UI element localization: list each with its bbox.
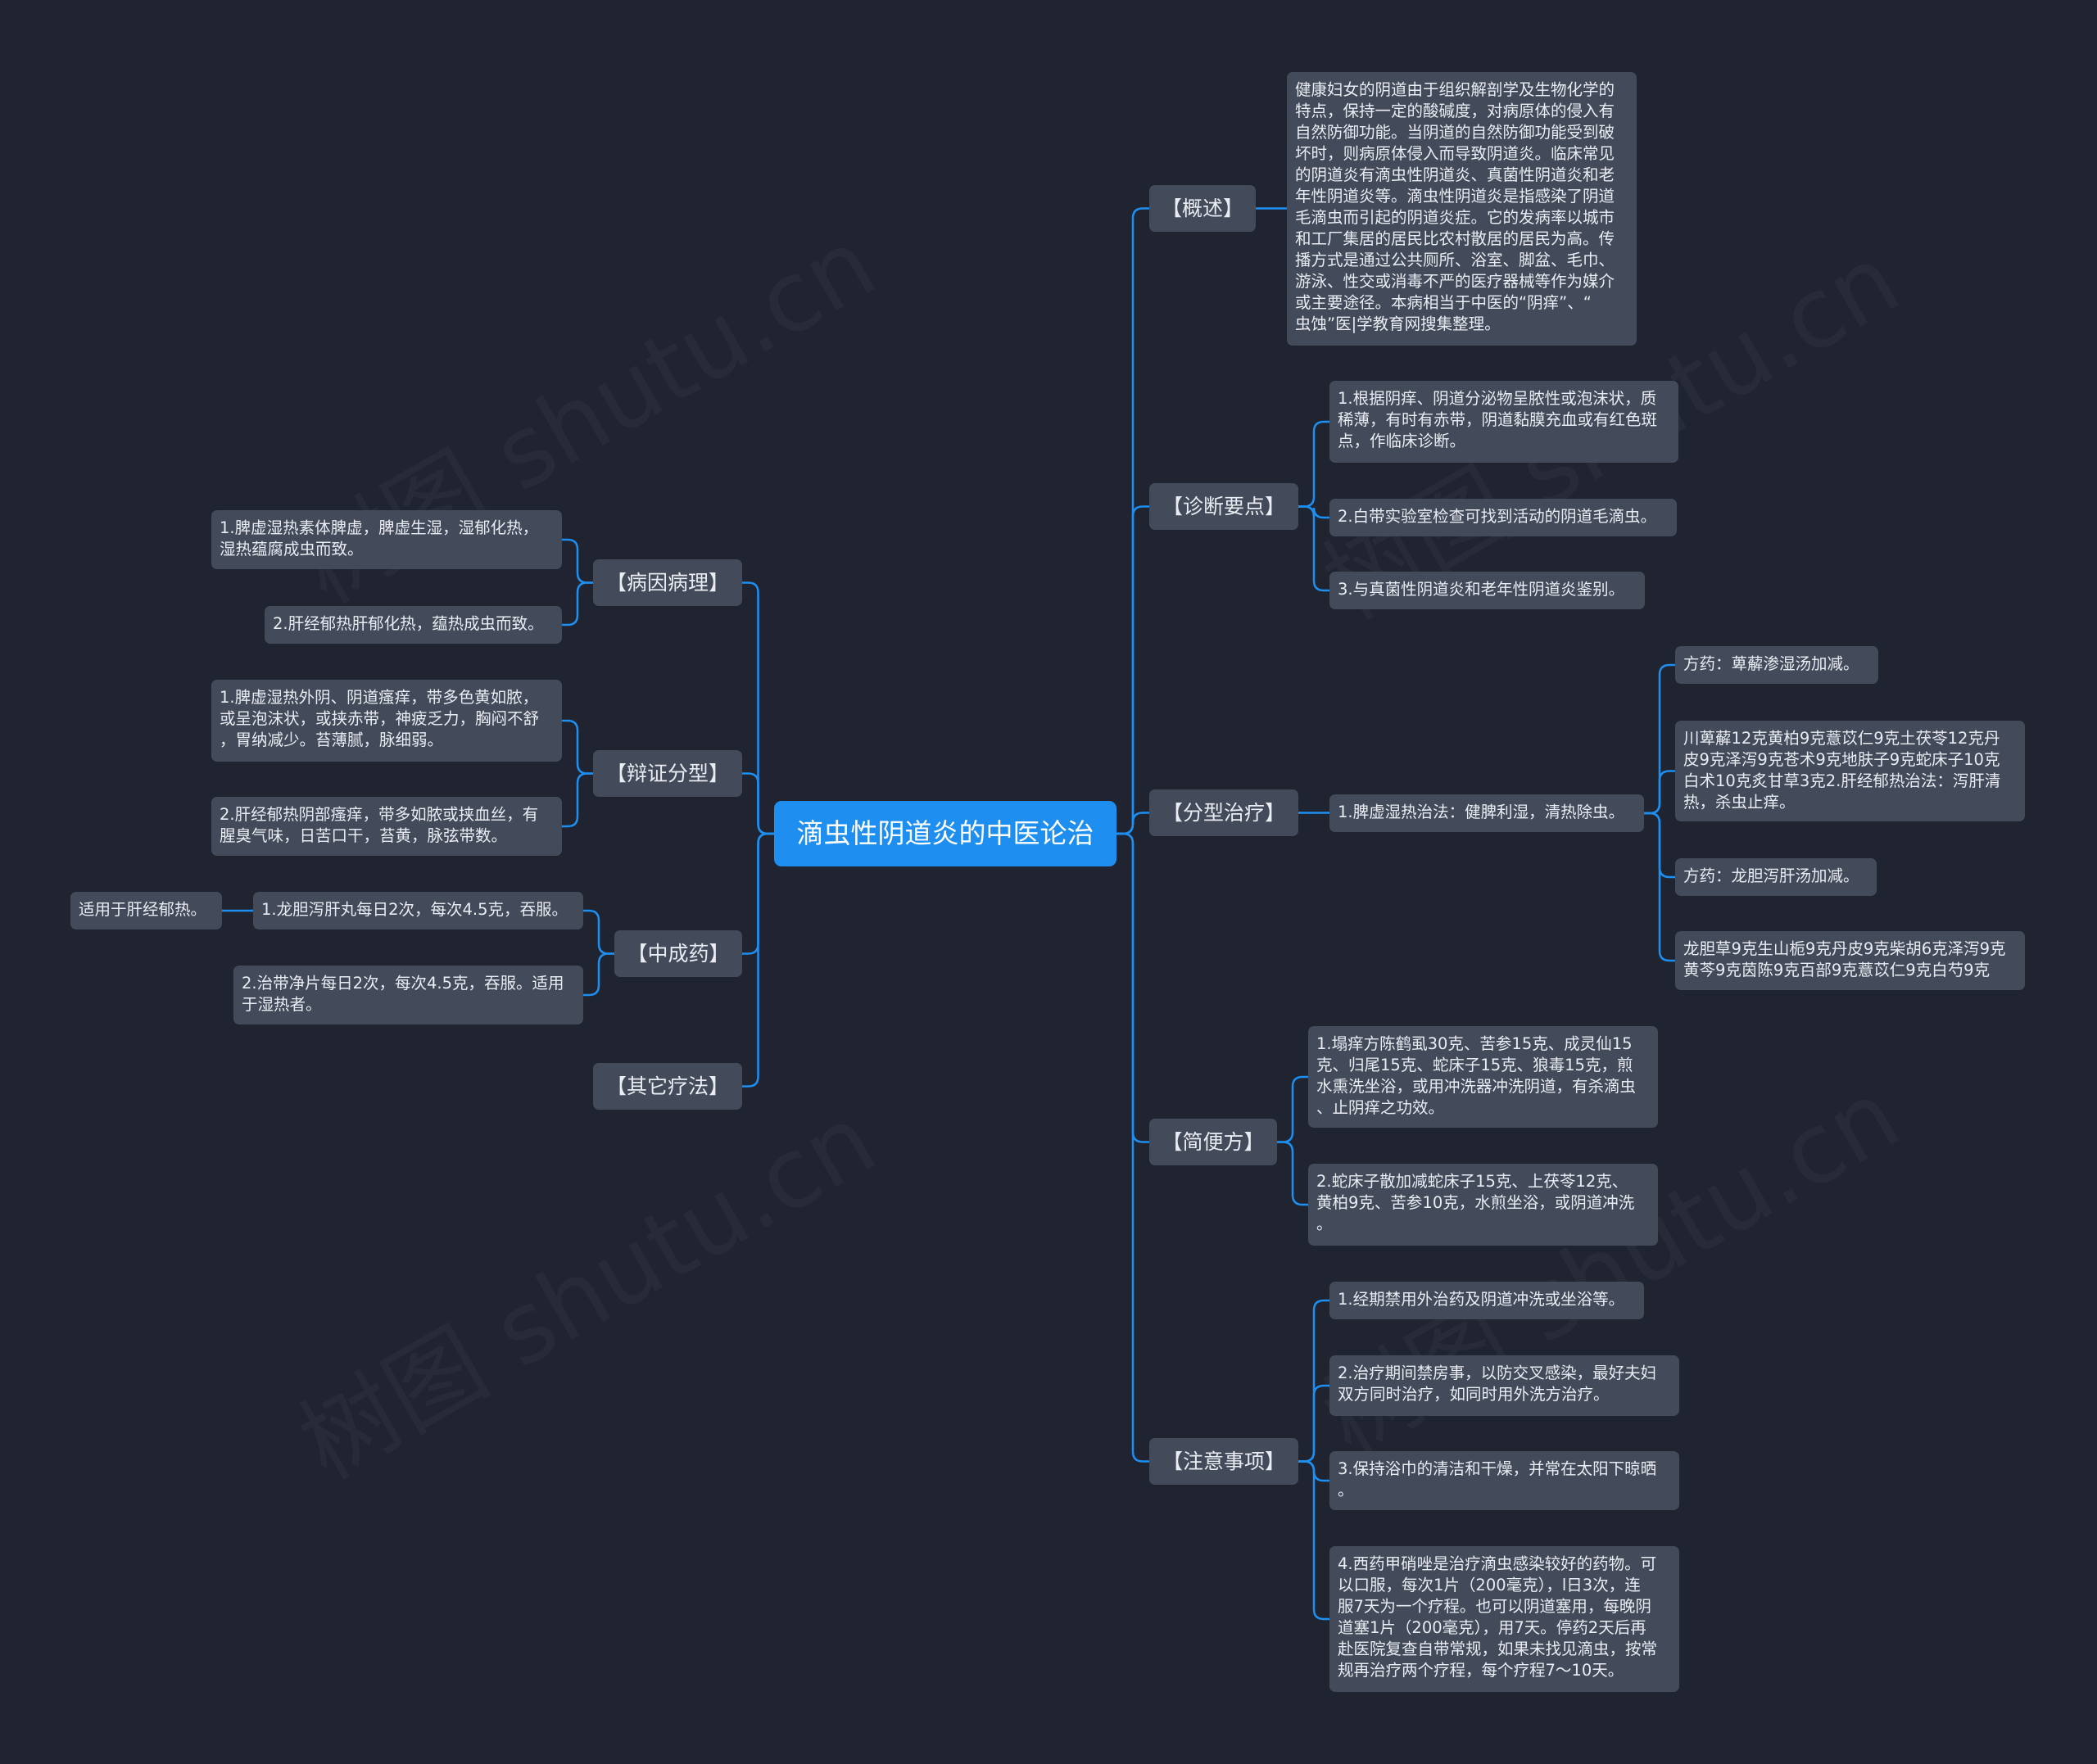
- branch-precautions[interactable]: 【注意事项】: [1149, 1438, 1298, 1485]
- root-topic[interactable]: 滴虫性阴道炎的中医论治: [774, 801, 1116, 866]
- leaf-medicine-1-note[interactable]: 适用于肝经郁热。: [70, 892, 222, 929]
- leaf-spleen-damp-heat-method[interactable]: 1.脾虚湿热治法：健脾利湿，清热除虫。: [1329, 794, 1644, 832]
- leaf-precaution-4[interactable]: 4.西药甲硝唑是治疗滴虫感染较好的药物。可 以口服，每次1片（200毫克），l日…: [1329, 1546, 1679, 1692]
- branch-diagnosis[interactable]: 【诊断要点】: [1149, 483, 1298, 530]
- connector-line: [1277, 1075, 1308, 1143]
- leaf-herbs-1[interactable]: 川萆薢12克黄柏9克薏苡仁9克土茯苓12克丹 皮9克泽泻9克苍术9克地肤子9克蛇…: [1675, 721, 2025, 821]
- branch-simple-remedies[interactable]: 【简便方】: [1149, 1119, 1277, 1165]
- connector-line: [1298, 1384, 1329, 1463]
- leaf-precaution-2[interactable]: 2.治疗期间禁房事，以防交叉感染，最好夫妇 双方同时治疗，如同时用外洗方治疗。: [1329, 1355, 1679, 1416]
- leaf-diagnosis-2[interactable]: 2.白带实验室检查可找到活动的阴道毛滴虫。: [1329, 499, 1677, 536]
- connector-line: [1298, 505, 1329, 592]
- leaf-etiology-2[interactable]: 2.肝经郁热肝郁化热，蕴热成虫而致。: [265, 606, 562, 644]
- leaf-medicine-2[interactable]: 2.治带净片每日2次，每次4.5克，吞服。适用 于湿热者。: [233, 966, 583, 1024]
- connector-line: [1298, 1460, 1329, 1621]
- leaf-medicine-1[interactable]: 1.龙胆泻肝丸每日2次，每次4.5克，吞服。: [253, 892, 583, 929]
- connector-line: [1644, 812, 1675, 962]
- connector-line: [562, 719, 593, 775]
- leaf-prescription-1[interactable]: 方药：萆薢渗湿汤加减。: [1675, 646, 1878, 684]
- connector-line: [562, 538, 593, 584]
- leaf-syndrome-1[interactable]: 1.脾虚湿热外阴、阴道瘙痒，带多色黄如脓， 或呈泡沫状，或挟赤带，神疲乏力，胸闷…: [211, 680, 562, 762]
- leaf-precaution-1[interactable]: 1.经期禁用外治药及阴道冲洗或坐浴等。: [1329, 1282, 1644, 1319]
- connector-line: [562, 581, 593, 626]
- leaf-diagnosis-3[interactable]: 3.与真菌性阴道炎和老年性阴道炎鉴别。: [1329, 572, 1645, 609]
- branch-syndrome-types[interactable]: 【辩证分型】: [593, 750, 742, 797]
- leaf-diagnosis-1[interactable]: 1.根据阴痒、阴道分泌物呈脓性或泡沫状，质 稀薄，有时有赤带，阴道黏膜充血或有红…: [1329, 381, 1678, 463]
- leaf-syndrome-2[interactable]: 2.肝经郁热阴部瘙痒，带多如脓或挟血丝，有 腥臭气味，日苦口干，苔黄，脉弦带数。: [211, 797, 562, 856]
- leaf-herbs-2[interactable]: 龙胆草9克生山栀9克丹皮9克柴胡6克泽泻9克 黄芩9克茵陈9克百部9克薏苡仁9克…: [1675, 931, 2025, 990]
- connector-line: [742, 832, 774, 1088]
- connector-line: [1298, 420, 1329, 508]
- leaf-remedy-2[interactable]: 2.蛇床子散加减蛇床子15克、上茯苓12克、 黄柏9克、苦参10克，水煎坐浴，或…: [1308, 1164, 1658, 1246]
- branch-other-therapies[interactable]: 【其它疗法】: [593, 1063, 742, 1110]
- branch-typed-treatment[interactable]: 【分型治疗】: [1149, 789, 1298, 836]
- connector-line: [742, 772, 774, 835]
- connector-line: [583, 952, 614, 997]
- branch-overview[interactable]: 【概述】: [1149, 185, 1256, 232]
- leaf-remedy-1[interactable]: 1.塌痒方陈鹤虱30克、苦参15克、成灵仙15 克、归尾15克、蛇床子15克、狼…: [1308, 1026, 1658, 1128]
- leaf-prescription-2[interactable]: 方药：龙胆泻肝汤加减。: [1675, 858, 1877, 896]
- connector-line: [1116, 505, 1149, 835]
- connector-line: [1644, 770, 1675, 815]
- leaf-precaution-3[interactable]: 3.保持浴巾的清洁和干燥，并常在太阳下晾晒 。: [1329, 1451, 1679, 1510]
- leaf-overview-text[interactable]: 健康妇女的阴道由于组织解剖学及生物化学的 特点，保持一定的酸碱度，对病原体的侵入…: [1287, 72, 1637, 346]
- leaf-etiology-1[interactable]: 1.脾虚湿热素体脾虚，脾虚生湿，湿郁化热， 湿热蕴腐成虫而致。: [211, 510, 562, 569]
- connector-line: [1277, 1141, 1308, 1206]
- branch-patent-medicines[interactable]: 【中成药】: [614, 930, 742, 977]
- connector-line: [583, 909, 614, 955]
- branch-etiology[interactable]: 【病因病理】: [593, 559, 742, 606]
- connector-line: [1116, 832, 1149, 1463]
- connector-line: [562, 772, 593, 828]
